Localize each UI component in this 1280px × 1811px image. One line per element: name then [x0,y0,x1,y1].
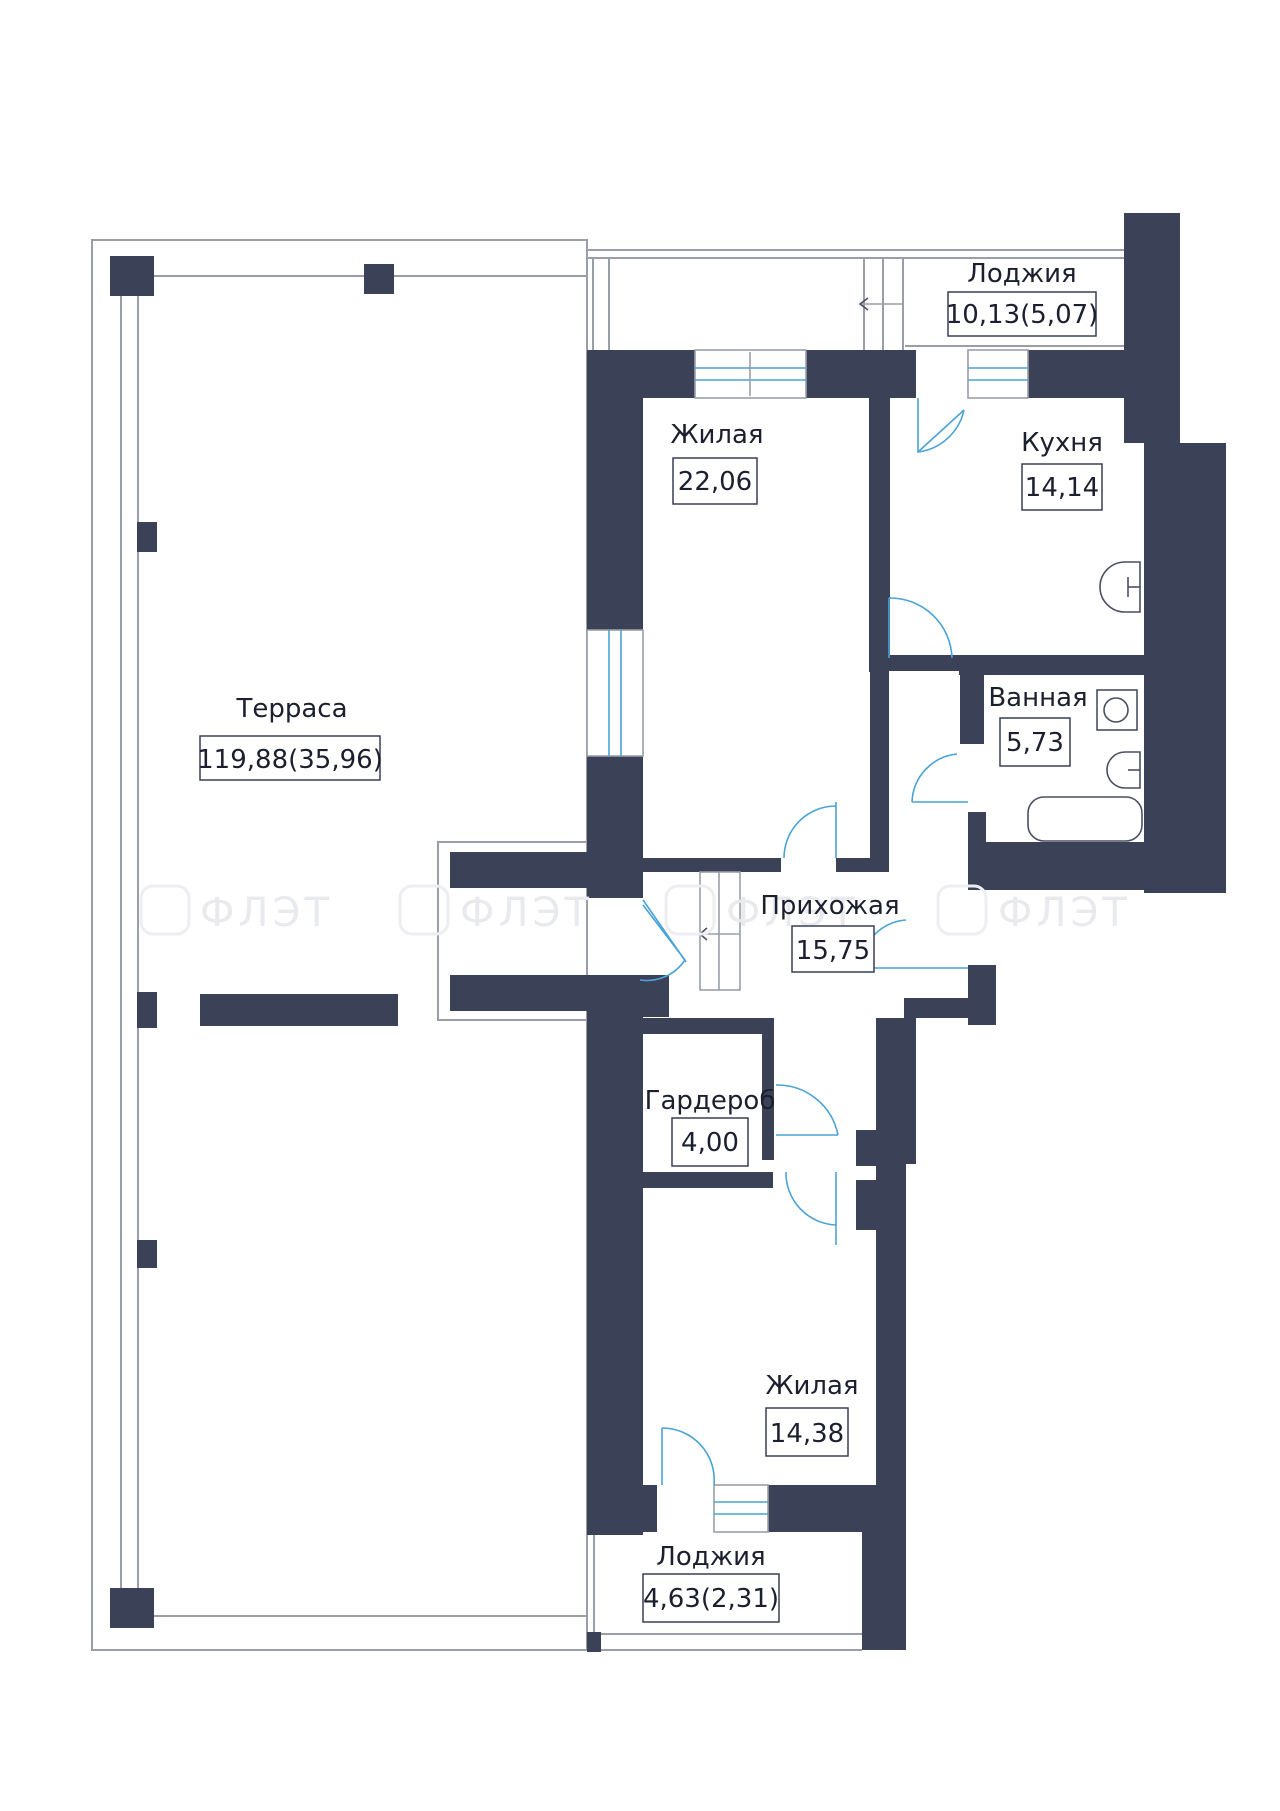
room-label-terrace: Терраса 119,88(35,96) [197,694,383,781]
svg-text:Кухня: Кухня [1021,428,1103,458]
svg-text:119,88(35,96): 119,88(35,96) [197,745,383,775]
room-label-hallway: Прихожая 15,75 [760,891,900,973]
svg-text:ФЛЭТ: ФЛЭТ [200,890,333,936]
entrance-vestibule-outline [437,841,587,1021]
svg-text:4,63(2,31): 4,63(2,31) [643,1584,779,1614]
svg-text:Жилая: Жилая [765,1371,858,1401]
svg-text:Ванная: Ванная [988,683,1087,713]
room-label-bathroom: Ванная 5,73 [988,683,1088,767]
svg-text:Жилая: Жилая [670,420,763,450]
terrace-outline [91,239,588,1651]
svg-text:10,13(5,07): 10,13(5,07) [946,300,1099,330]
svg-text:22,06: 22,06 [678,467,752,497]
loggia-top-outline [587,249,1130,350]
svg-text:4,00: 4,00 [681,1128,739,1158]
svg-text:ФЛЭТ: ФЛЭТ [460,890,593,936]
windows [586,349,1029,1533]
svg-text:Лоджия: Лоджия [967,259,1076,289]
loggia-bottom-outline [593,1532,862,1651]
room-label-kitchen: Кухня 14,14 [1021,428,1103,511]
svg-text:14,38: 14,38 [770,1419,844,1449]
sliding-doors [699,303,904,991]
sink-icon [1096,689,1138,731]
svg-text:Гардероб: Гардероб [645,1086,776,1116]
room-label-wardrobe: Гардероб 4,00 [645,1086,776,1167]
svg-text:5,73: 5,73 [1006,728,1064,758]
bathtub-icon [1027,796,1143,842]
svg-text:Лоджия: Лоджия [656,1542,765,1572]
room-label-living-1: Жилая 22,06 [670,420,764,505]
toilet-icon [1099,561,1141,613]
svg-text:Прихожая: Прихожая [760,891,899,921]
room-label-loggia-bottom: Лоджия 4,63(2,31) [642,1542,780,1623]
svg-text:Терраса: Терраса [235,694,347,724]
room-label-living-2: Жилая 14,38 [765,1371,859,1457]
svg-text:ФЛЭТ: ФЛЭТ [998,890,1131,936]
svg-text:14,14: 14,14 [1025,473,1099,503]
svg-text:15,75: 15,75 [796,936,870,966]
room-label-loggia-top: Лоджия 10,13(5,07) [946,259,1099,337]
walls [110,213,1226,1652]
watermark: ФЛЭТ ФЛЭТ ФЛЭТ ФЛЭТ [139,884,1131,936]
toilet-icon [1106,751,1141,789]
